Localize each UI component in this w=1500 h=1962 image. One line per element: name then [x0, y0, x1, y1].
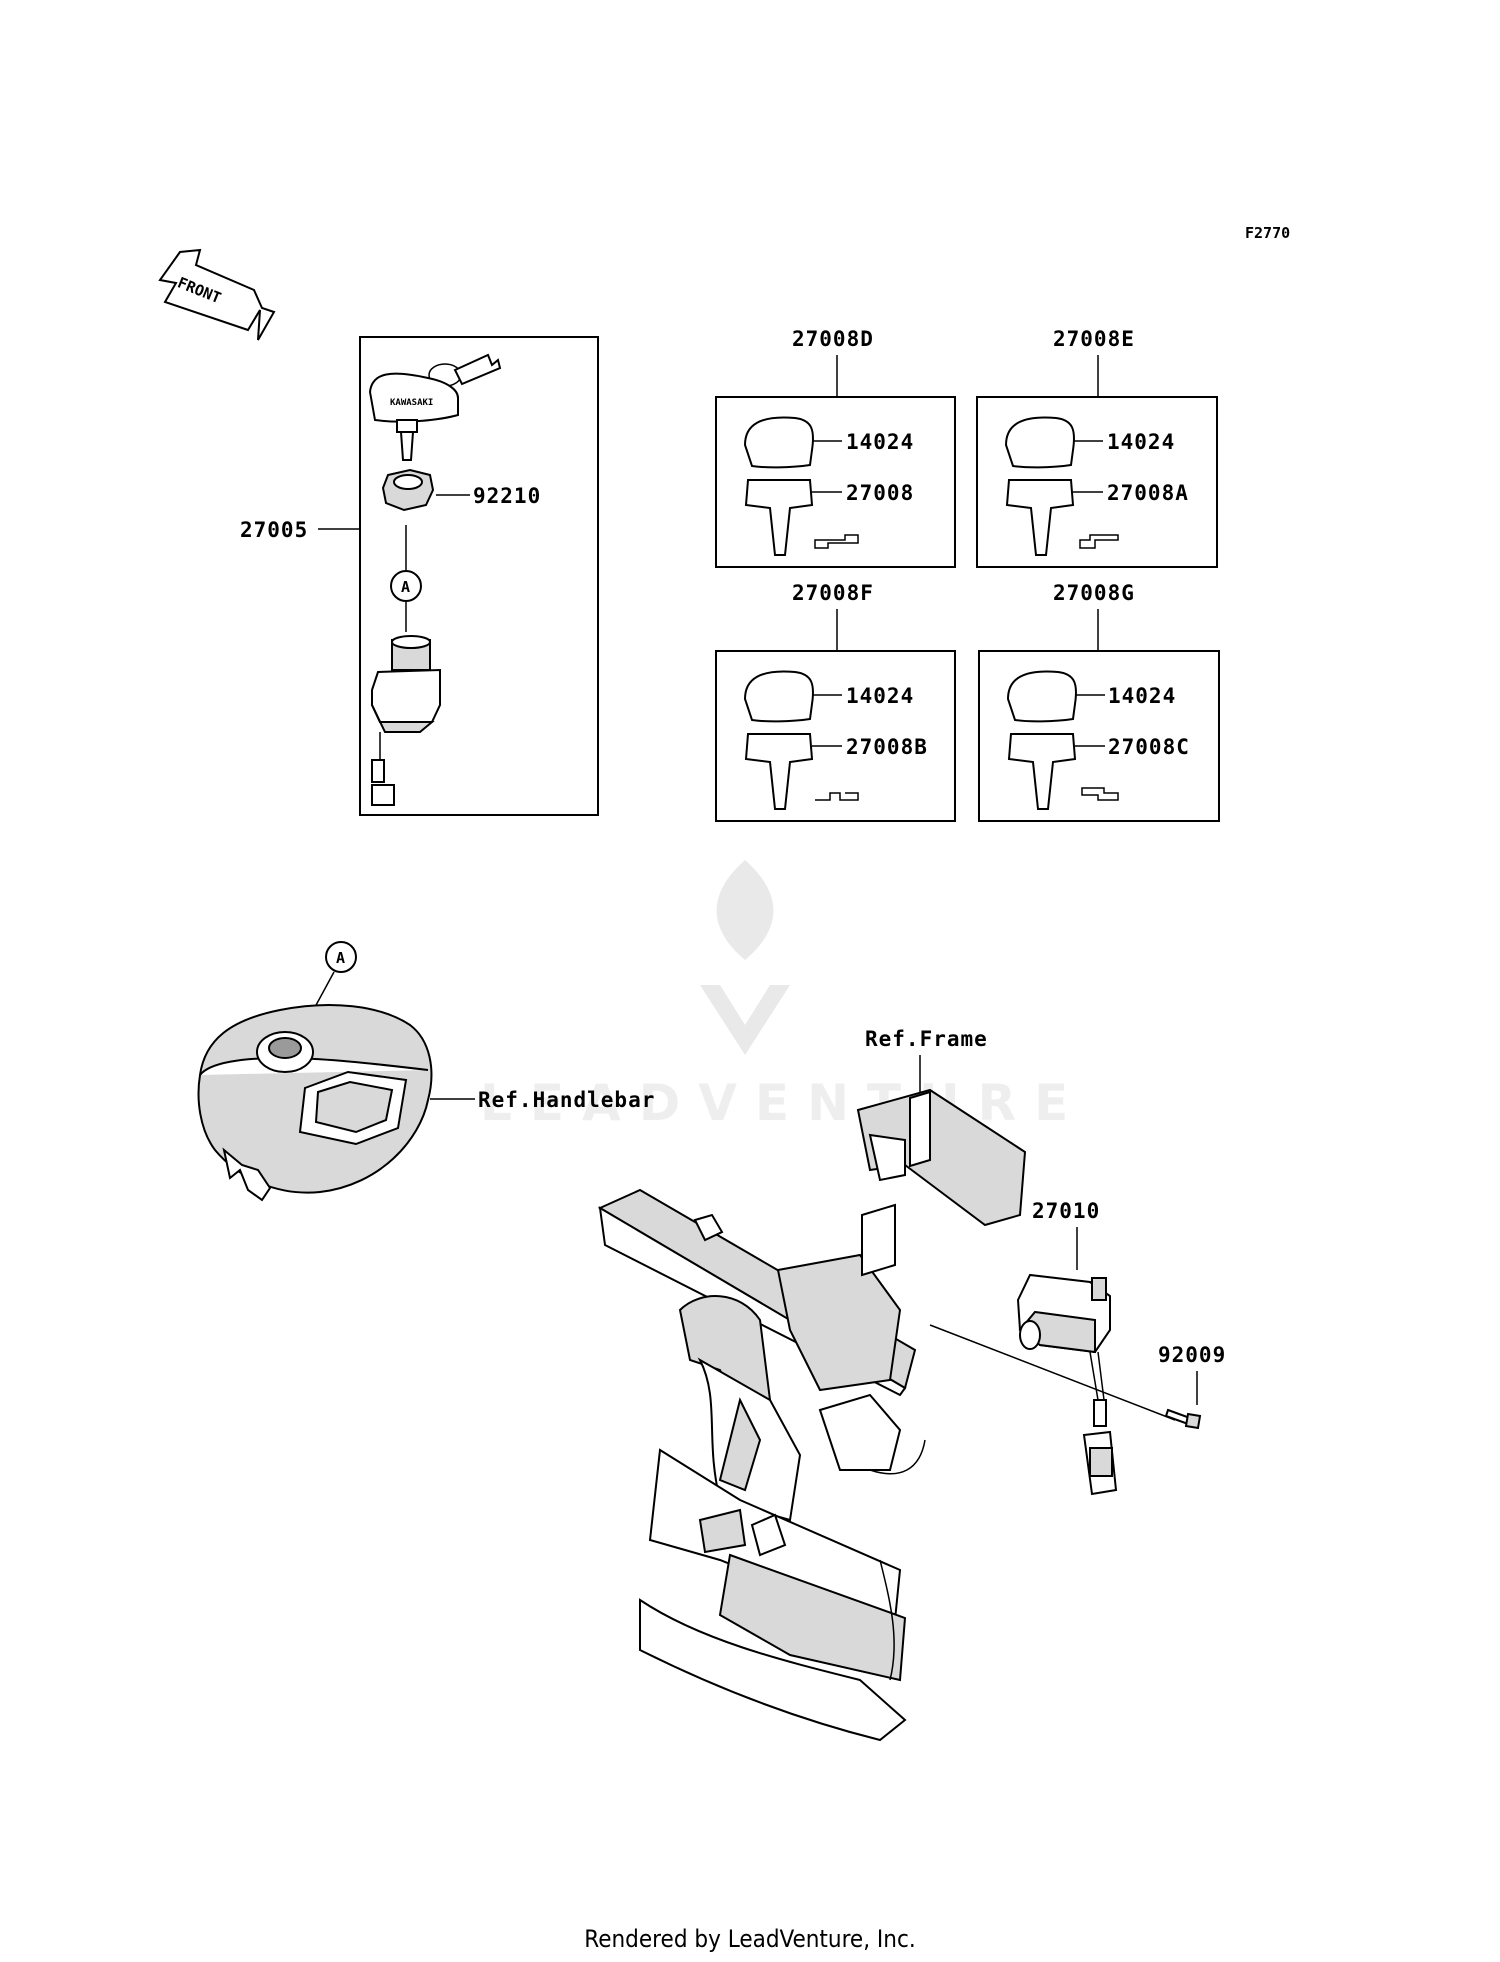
key-set-27008G: 27008G 14024 27008C: [978, 581, 1220, 822]
key-cap-label: 14024: [1108, 684, 1176, 708]
key-cap-icon: [743, 670, 814, 723]
front-arrow-icon: FRONT: [158, 248, 276, 341]
key-cap-label: 14024: [846, 430, 914, 454]
key-cap-label: 14024: [1107, 430, 1175, 454]
bolt-icon: [1164, 1408, 1202, 1430]
handlebar-cover: A Ref.Handlebar: [197, 941, 655, 1202]
key-blank-label: 27008C: [1108, 735, 1190, 759]
key-cap-icon: [743, 416, 814, 469]
key-blank-label: 27008B: [846, 735, 928, 759]
part-label-27010: 27010: [1032, 1199, 1100, 1223]
part-label-27005: 27005: [240, 518, 308, 542]
ignition-key-icon: KAWASAKI: [368, 353, 502, 461]
key-set-27008F: 27008F 14024 27008B: [715, 581, 956, 822]
frame-assembly: Ref.Frame 27010: [597, 1027, 1226, 1742]
key-set-27008E: 27008E 14024 27008A: [976, 327, 1218, 568]
key-blank-label: 27008: [846, 481, 914, 505]
key-blank-label: 27008A: [1107, 481, 1189, 505]
callout-letter-a: A: [401, 578, 410, 596]
key-blank-icon: [1007, 733, 1077, 810]
key-set-label: 27008G: [1053, 581, 1135, 605]
key-cap-label: 14024: [846, 684, 914, 708]
hex-nut-icon: [381, 468, 435, 512]
key-set-27008D: 27008D 14024 27008: [715, 327, 956, 568]
callout-letter-a-2: A: [336, 949, 345, 967]
key-brand-text: KAWASAKI: [390, 398, 433, 408]
key-blank-icon: [1005, 479, 1075, 556]
key-cap-icon: [1004, 416, 1075, 469]
key-cap-icon: [1006, 670, 1077, 723]
key-set-label: 27008E: [1053, 327, 1135, 351]
ignition-switch-icon: [371, 635, 441, 806]
ref-handlebar-label: Ref.Handlebar: [478, 1088, 655, 1112]
part-label-92009: 92009: [1158, 1343, 1226, 1367]
footer-credit: Rendered by LeadVenture, Inc.: [584, 1925, 916, 1953]
part-label-92210: 92210: [473, 484, 541, 508]
key-set-label: 27008F: [792, 581, 874, 605]
ref-frame-label: Ref.Frame: [865, 1027, 988, 1051]
key-set-label: 27008D: [792, 327, 874, 351]
relay-icon: [1016, 1273, 1118, 1496]
key-blank-icon: [744, 733, 814, 810]
key-blank-icon: [744, 479, 814, 556]
ignition-switch-assembly: 27005 KAWASAKI 92210 A: [240, 336, 599, 816]
figure-code: F2770: [1245, 224, 1290, 242]
